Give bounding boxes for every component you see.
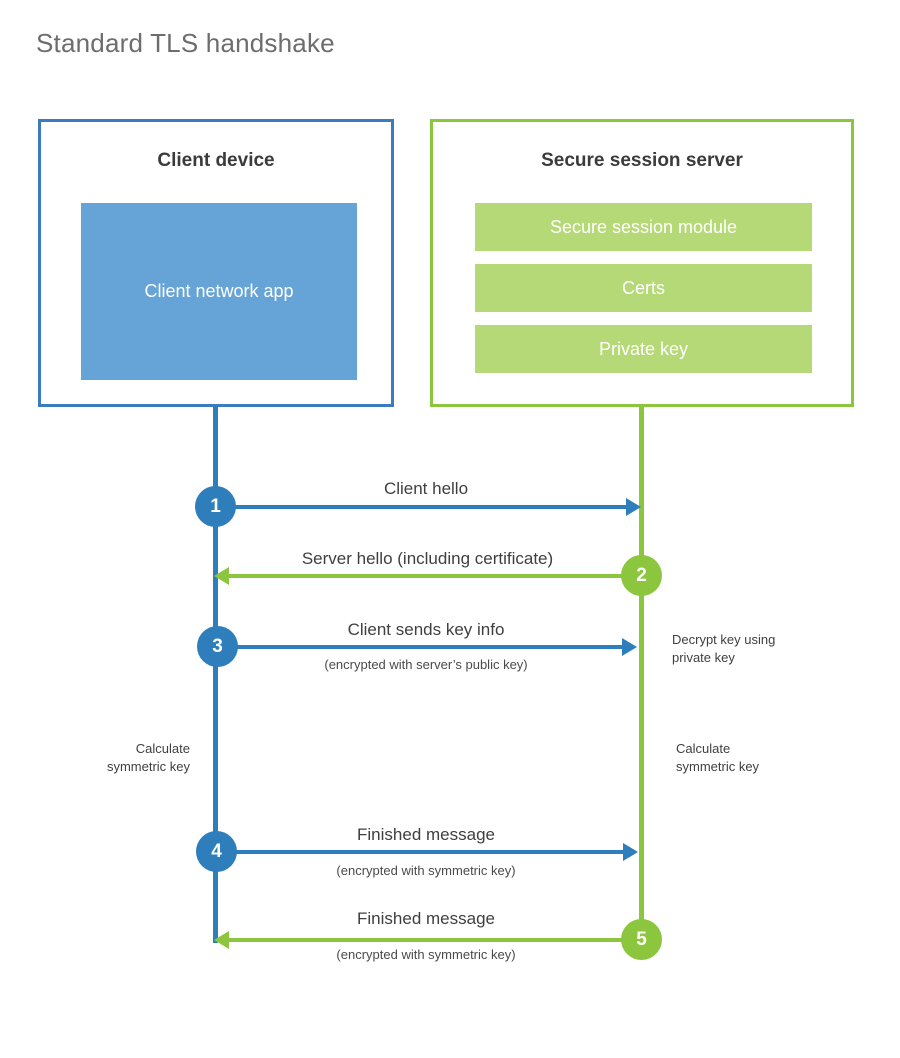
annotation-calculate-symmetric-key-server: Calculate symmetric key (676, 740, 856, 775)
annotation-calc-client-line-1: Calculate (135, 741, 190, 756)
step-5-sublabel: (encrypted with symmetric key) (336, 947, 516, 962)
step-2-label: Server hello (including certificate) (301, 549, 554, 568)
client-device-box: Client device Client network app (38, 119, 394, 407)
step-5-label: Finished message (357, 909, 495, 928)
step-1-label: Client hello (383, 479, 469, 498)
certs-block: Certs (475, 264, 812, 312)
step-5-arrow-line (229, 938, 623, 942)
step-3-sublabel: (encrypted with server’s public key) (324, 657, 528, 672)
step-4-arrow-head (623, 843, 638, 861)
annotation-calc-server-line-2: symmetric key (676, 758, 760, 774)
annotation-calc-client-line-2: symmetric key (106, 758, 190, 774)
step-3-label: Client sends key info (347, 620, 505, 639)
client-lifeline (213, 406, 218, 943)
step-4-label: Finished message (357, 825, 495, 844)
step-1-badge: 1 (195, 486, 236, 527)
client-device-title: Client device (157, 150, 275, 171)
step-2-arrow-line (229, 574, 626, 578)
step-2-badge: 2 (621, 555, 662, 596)
step-3-badge: 3 (197, 626, 238, 667)
server-lifeline (639, 406, 644, 940)
private-key-block: Private key (475, 325, 812, 373)
step-3-arrow-line (216, 645, 622, 649)
annotation-calc-server-line-1: Calculate (676, 741, 731, 756)
step-3-arrow-head (622, 638, 637, 656)
client-network-app-block: Client network app (81, 203, 357, 380)
annotation-calculate-symmetric-key-client: Calculate symmetric key (20, 740, 190, 775)
annotation-decrypt-key-line-1: Decrypt key using (672, 632, 776, 647)
page-title: Standard TLS handshake (36, 28, 335, 58)
step-1-arrow-head (626, 498, 641, 516)
step-5-badge: 5 (621, 919, 662, 960)
secure-session-server-title: Secure session server (541, 150, 743, 171)
step-1-arrow-line (216, 505, 626, 509)
step-4-sublabel: (encrypted with symmetric key) (336, 863, 516, 878)
secure-session-module-block: Secure session module (475, 203, 812, 251)
step-4-badge: 4 (196, 831, 237, 872)
secure-session-server-box: Secure session server Secure session mod… (430, 119, 854, 407)
step-4-arrow-line (216, 850, 623, 854)
annotation-decrypt-key-line-2: private key (672, 649, 735, 665)
annotation-decrypt-key: Decrypt key using private key (672, 631, 852, 666)
step-5-arrow-head (214, 931, 229, 949)
step-2-arrow-head (214, 567, 229, 585)
